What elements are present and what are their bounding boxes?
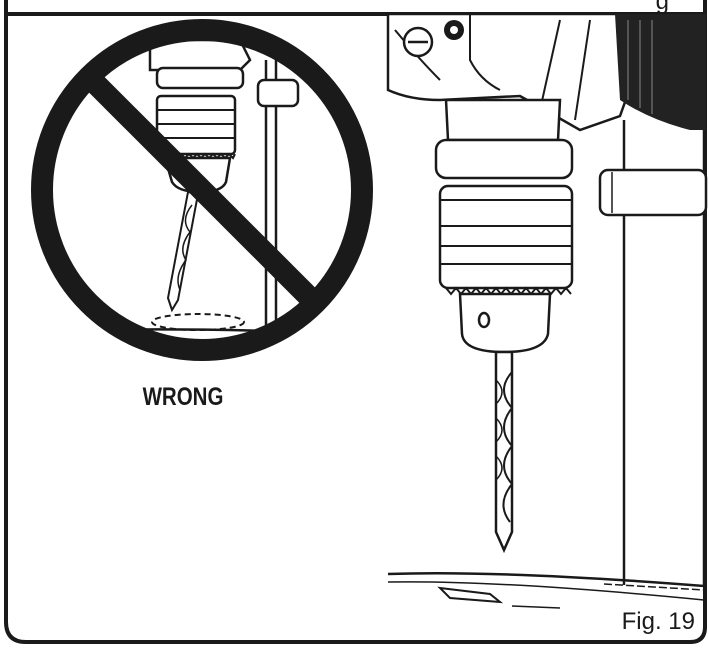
figure-label: Fig. 19: [621, 608, 695, 635]
figure-label-partial: g: [655, 0, 669, 15]
correct-drill-drawing: [386, 12, 708, 609]
frame-border: [4, 0, 707, 644]
wrong-label: WRONG: [142, 383, 224, 411]
prohibition-icon: [31, 19, 373, 361]
